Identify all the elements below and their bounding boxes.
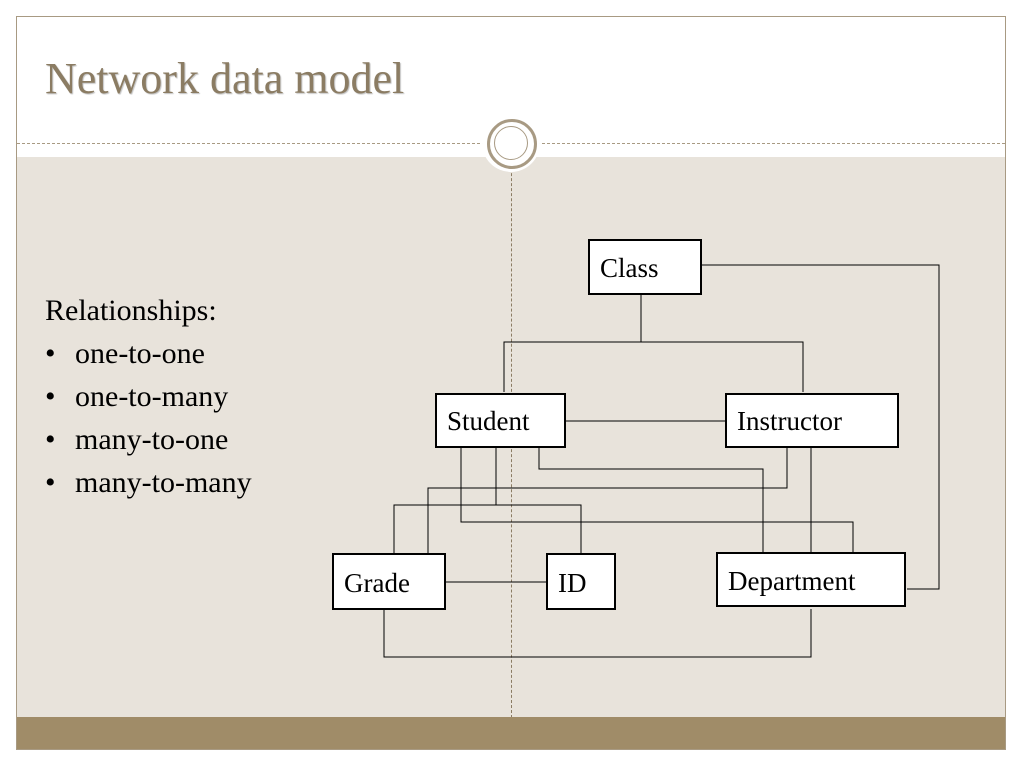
node-id-label: ID — [558, 568, 587, 598]
list-item: • many-to-one — [45, 418, 252, 461]
ornament-inner-ring — [494, 126, 528, 160]
relationship-many-to-one: many-to-one — [75, 423, 229, 456]
relationship-many-to-many: many-to-many — [75, 466, 252, 499]
node-department: Department — [716, 552, 906, 607]
connector-student-grade — [393, 447, 497, 553]
node-id: ID — [546, 553, 616, 610]
relationship-one-to-one: one-to-one — [75, 337, 205, 370]
node-student: Student — [435, 393, 566, 448]
connector-student-id — [496, 504, 582, 553]
connector-instructor-grade — [427, 447, 788, 553]
slide: Network data model Relationships: • one-… — [16, 16, 1006, 750]
connector-class-branch — [503, 341, 804, 392]
node-class-label: Class — [600, 253, 659, 283]
node-class: Class — [588, 239, 702, 295]
node-instructor: Instructor — [725, 393, 899, 448]
bullet-icon: • — [45, 466, 56, 499]
list-item: • one-to-many — [45, 375, 252, 418]
connector-student-department-2 — [460, 447, 854, 553]
node-instructor-label: Instructor — [737, 406, 842, 436]
bullet-icon: • — [45, 337, 56, 370]
list-item: • many-to-many — [45, 461, 252, 504]
node-student-label: Student — [447, 406, 530, 436]
list-item: • one-to-one — [45, 332, 252, 375]
slide-title: Network data model — [45, 54, 405, 103]
node-department-label: Department — [728, 566, 856, 596]
bullet-icon: • — [45, 423, 56, 456]
node-grade-label: Grade — [344, 568, 410, 598]
relationships-list: Relationships: • one-to-one • one-to-man… — [45, 289, 252, 504]
relationships-heading: Relationships: — [45, 294, 217, 327]
footer-bar — [17, 717, 1005, 749]
network-model-diagram: Class Student Instructor Grade ID Depart… — [332, 239, 940, 658]
connector-grade-department — [383, 609, 812, 658]
node-grade: Grade — [332, 553, 446, 610]
connector-class-department — [701, 264, 940, 590]
relationship-one-to-many: one-to-many — [75, 380, 229, 413]
relationships-items: • one-to-one • one-to-many • many-to-one… — [45, 332, 252, 504]
bullet-icon: • — [45, 380, 56, 413]
connector-student-department — [538, 447, 764, 553]
